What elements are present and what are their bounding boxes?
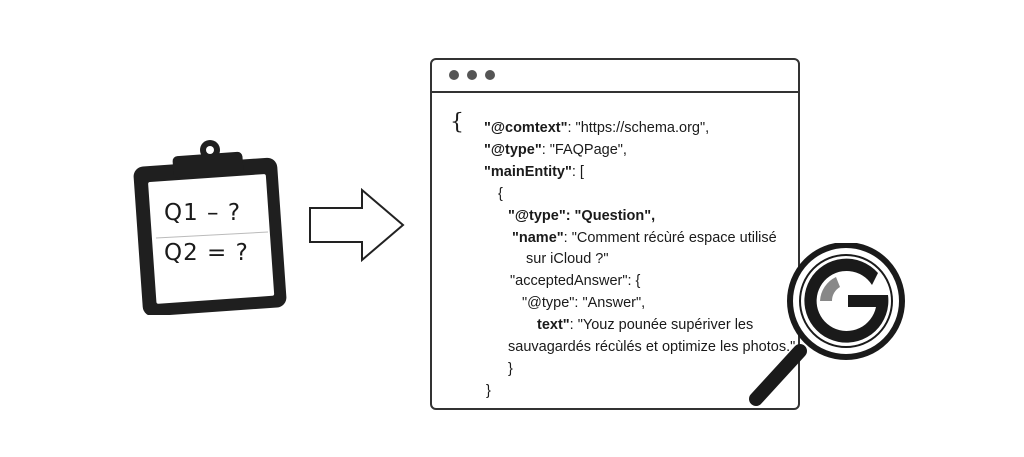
open-brace: { (450, 110, 464, 135)
code-line-name-cont: sur iCloud ?" (526, 251, 609, 267)
code-line-open-object: { (498, 186, 503, 202)
clipboard-shape (133, 140, 287, 315)
window-titlebar (432, 60, 798, 93)
question-2-text: Q2 = ? (164, 240, 249, 266)
json-value: : "FAQPage", (541, 142, 627, 158)
browser-window: { "@comtext": "https://schema.org", "@ty… (430, 58, 800, 410)
question-1-text: Q1 – ? (164, 200, 242, 226)
json-value: : "https://schema.org", (567, 120, 710, 136)
clipboard-icon: Q1 – ? Q2 = ? (130, 140, 290, 315)
window-dot-icon (467, 70, 477, 80)
json-key: "name" (512, 230, 564, 246)
json-value: : { (627, 273, 641, 289)
json-key: "acceptedAnswer" (510, 273, 628, 289)
code-line-question-type: "@type": "Question", (508, 208, 655, 224)
code-line-context: "@comtext": "https://schema.org", (484, 120, 709, 136)
window-dot-icon (449, 70, 459, 80)
code-line-answer-type: "@type": "Answer", (522, 295, 645, 311)
json-value: : "Youz pounée supériver les (569, 317, 754, 333)
json-value: : "Answer", (574, 295, 646, 311)
json-value: : "Comment récùré espace utilisé (563, 230, 777, 246)
json-value: : "Question", (565, 208, 656, 224)
code-line-mainentity: "mainEntity": [ (484, 164, 584, 180)
code-line-close-root: } (486, 383, 491, 399)
json-key: text" (537, 317, 570, 333)
right-arrow-icon (308, 187, 406, 267)
window-dot-icon (485, 70, 495, 80)
code-line-accepted-answer: "acceptedAnswer": { (510, 273, 640, 289)
json-key: "@comtext" (484, 120, 568, 136)
code-line-text-cont: sauvagardés récùlés et optimize les phot… (508, 339, 796, 355)
code-line-text: text": "Youz pounée supériver les (537, 317, 753, 333)
code-line-type: "@type": "FAQPage", (484, 142, 627, 158)
json-key: "@type" (508, 208, 566, 224)
code-line-close-object: } (508, 361, 513, 377)
google-magnifier-icon (748, 242, 908, 413)
code-line-name: "name": "Comment récùré espace utilisé (512, 230, 777, 246)
json-value: : [ (571, 164, 584, 180)
json-key: "@type" (522, 295, 575, 311)
json-key: "mainEntity" (484, 164, 572, 180)
json-key: "@type" (484, 142, 542, 158)
